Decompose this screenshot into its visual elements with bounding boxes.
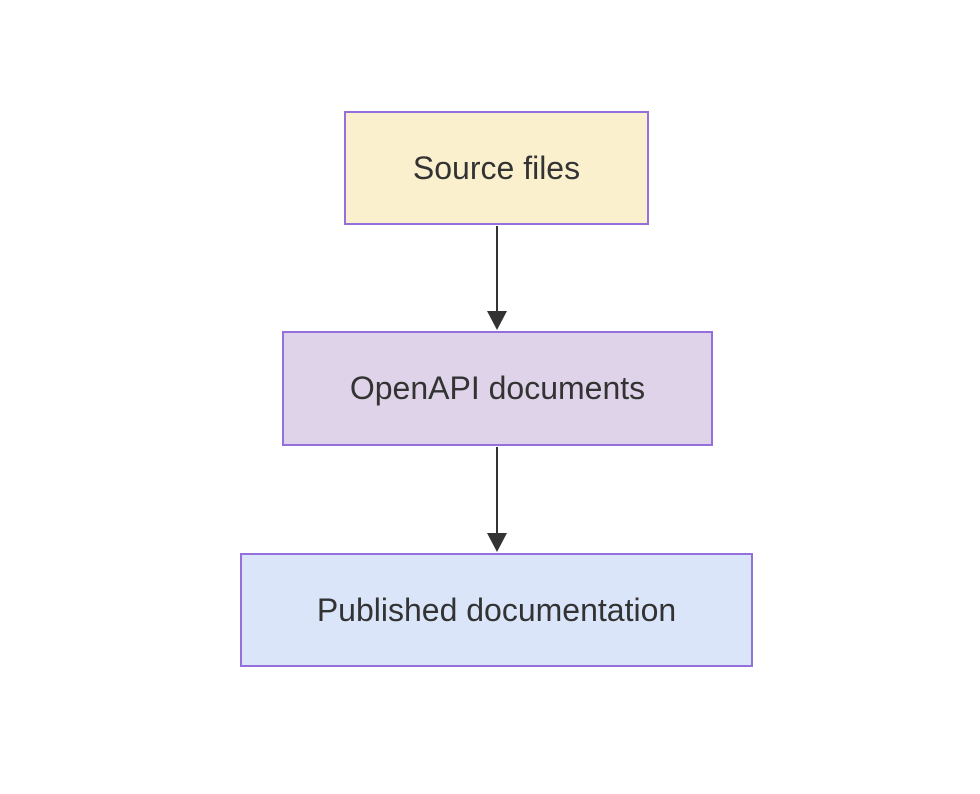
- edge-openapi-to-published: [487, 447, 507, 552]
- edge-source-to-openapi: [487, 226, 507, 330]
- arrowhead-down-icon: [487, 533, 507, 552]
- node-label: Published documentation: [316, 591, 677, 628]
- arrowhead-down-icon: [487, 311, 507, 330]
- node-label: OpenAPI documents: [349, 370, 646, 407]
- node-source-files: Source files: [344, 111, 649, 225]
- node-published-documentation: Published documentation: [240, 553, 753, 667]
- node-label: Source files: [412, 149, 581, 186]
- node-openapi-documents: OpenAPI documents: [282, 331, 713, 446]
